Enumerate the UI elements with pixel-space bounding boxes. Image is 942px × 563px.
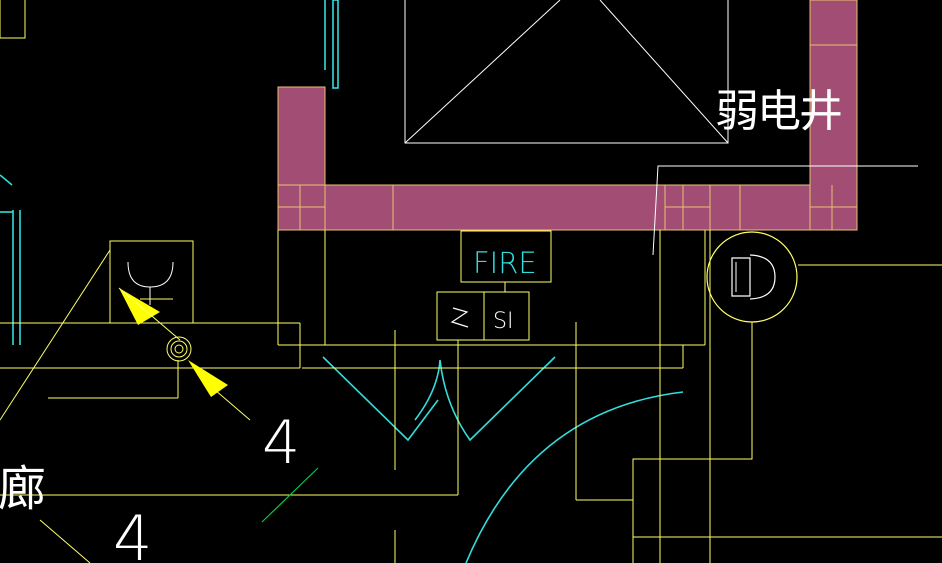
concentric-circle-icon bbox=[166, 336, 192, 362]
arrow-icon bbox=[118, 287, 181, 341]
arrow-icon bbox=[188, 360, 251, 421]
shaft-label: 弱电井 bbox=[715, 86, 841, 137]
green-line bbox=[261, 467, 319, 523]
shaft-outline bbox=[404, 0, 918, 256]
switch-symbol-icon bbox=[450, 307, 469, 328]
wall-right-column bbox=[809, 0, 858, 231]
wall-bottom-band bbox=[277, 184, 858, 231]
fire-box: FIRE bbox=[460, 230, 552, 283]
number-label: 4 bbox=[262, 408, 300, 478]
switch-si-box bbox=[436, 291, 530, 341]
cyan-linework bbox=[0, 0, 684, 563]
wall-structure bbox=[277, 0, 858, 231]
lamp-symbol-icon bbox=[109, 240, 194, 324]
corridor-label: 廊 bbox=[0, 461, 46, 517]
wall-grid-lines bbox=[278, 44, 857, 230]
speaker-symbol-icon bbox=[706, 231, 798, 323]
number-label: 4 bbox=[113, 502, 152, 563]
si-box-label: SI bbox=[493, 309, 513, 334]
fire-box-label: FIRE bbox=[473, 246, 537, 280]
